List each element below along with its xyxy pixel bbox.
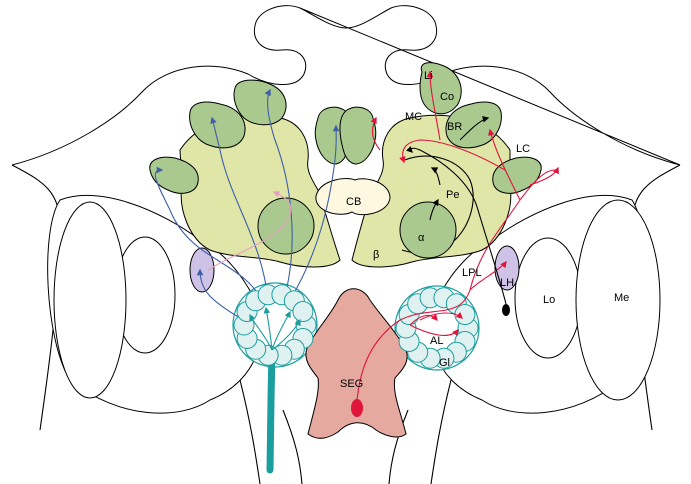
label-mc: MC — [405, 111, 422, 123]
label-me: Me — [614, 292, 629, 304]
label-pe: Pe — [446, 189, 459, 201]
label-lc: LC — [516, 143, 530, 155]
alpha-lobe-left — [258, 198, 314, 254]
label-lpl: LPL — [462, 267, 482, 279]
label-lh: LH — [500, 277, 514, 289]
glomerulus — [293, 302, 313, 322]
label-cb: CB — [346, 196, 361, 208]
label-lo: Lo — [543, 294, 555, 306]
label-co: Co — [440, 91, 454, 103]
label-beta: β — [373, 249, 379, 261]
label-al: AL — [430, 335, 443, 347]
glomerulus — [455, 305, 475, 325]
seg-cell-body — [351, 399, 363, 417]
alpha-lobe-right — [400, 202, 456, 258]
label-li: Li — [424, 70, 433, 82]
lateral-horn-left — [190, 248, 214, 292]
medulla-left — [54, 202, 126, 398]
calyx-right-4 — [340, 107, 376, 164]
label-br: BR — [447, 121, 462, 133]
label-alpha: α — [418, 232, 425, 244]
label-seg: SEG — [340, 378, 363, 390]
antennal-nerve — [270, 350, 272, 470]
label-gl: Gl — [439, 357, 450, 369]
cell-body-black — [502, 304, 510, 316]
